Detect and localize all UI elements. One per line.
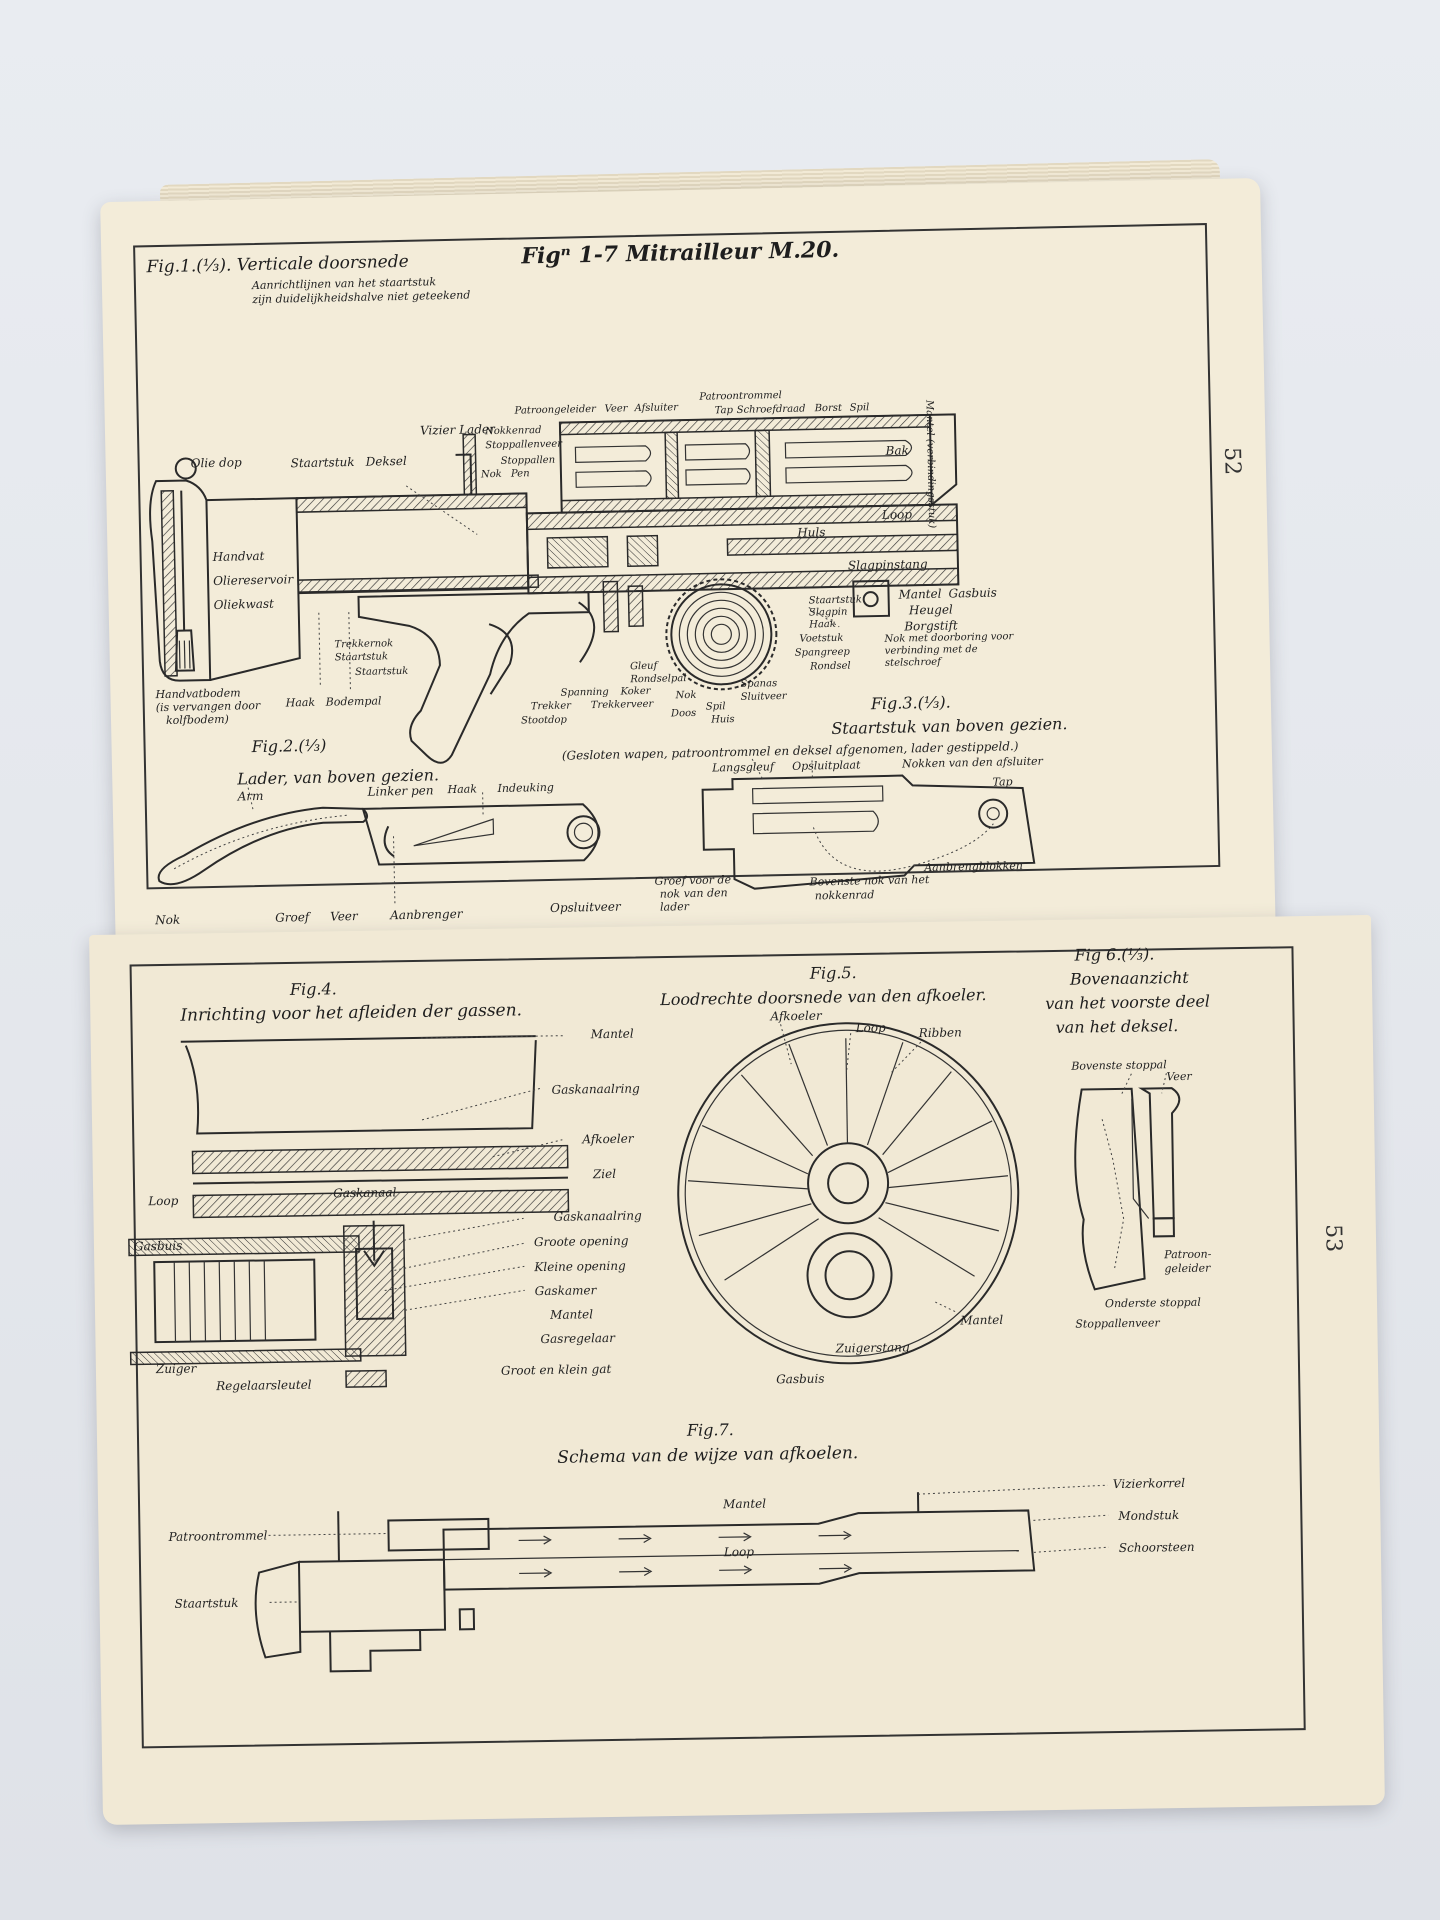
fig3-label-opsluitplaat: Opsluitplaat	[791, 758, 861, 773]
fig3-label-langsgleuf: Langsgleuf	[712, 760, 775, 775]
fig7-label-vizierkorrel: Vizierkorrel	[1112, 1475, 1186, 1492]
fig1-drawing	[149, 413, 960, 764]
fig3-label-bovenste-nok: Bovenste nok van het	[809, 873, 930, 889]
fig3-label-groef-3: lader	[659, 900, 690, 914]
fig7-label-patroontrommel: Patroontrommel	[168, 1528, 268, 1544]
bottom-page: 53 Fig.4. Inrichting voor het afleiden d…	[89, 914, 1385, 1826]
fig7-label-mantel: Mantel	[722, 1496, 767, 1512]
fig7-label-staartstuk: Staartstuk	[174, 1595, 239, 1611]
fig2-drawing	[157, 784, 601, 907]
fig7-label-loop: Loop	[723, 1544, 755, 1560]
fig7-drawing	[254, 1484, 1109, 1673]
fig7-label-mondstuk: Mondstuk	[1118, 1508, 1180, 1524]
fig3-drawing	[701, 758, 1036, 890]
top-page: 52 Figⁿ 1-7 Mitrailleur M.20. Fig.1.(⅓).…	[100, 177, 1276, 963]
fig7-label-schoorsteen: Schoorsteen	[1118, 1539, 1195, 1556]
fig5-drawing	[677, 1022, 1020, 1365]
fig3-label-nokkenrad: nokkenrad	[814, 888, 875, 903]
fig3-label-aanbrengblokken: Aanbrengblokken	[924, 859, 1024, 875]
fig3-label-tap: Tap	[992, 775, 1013, 789]
fig4-drawing	[128, 1035, 570, 1388]
fig6-drawing	[1074, 1073, 1181, 1291]
fig3-label-groef-2: nok van den	[659, 886, 728, 901]
